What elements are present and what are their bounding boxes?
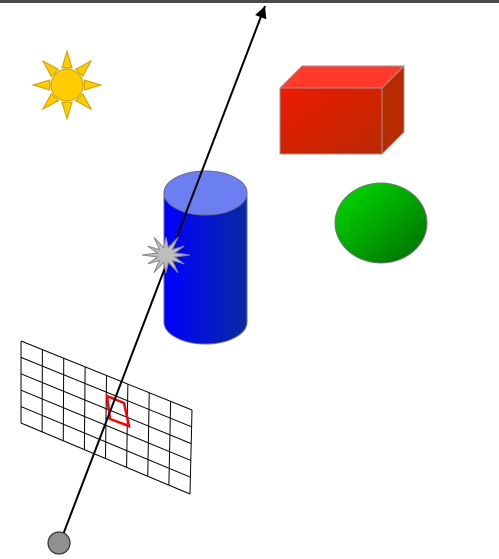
grid-line xyxy=(20,340,193,411)
blue-cylinder xyxy=(163,170,248,345)
highlighted-pixel xyxy=(105,394,131,428)
blue-cylinder-body xyxy=(163,192,248,345)
grid-line xyxy=(168,401,172,486)
sun-ray xyxy=(74,92,93,111)
sun-icon xyxy=(31,49,103,121)
sun-ray xyxy=(41,92,60,111)
sun-ray xyxy=(31,79,51,91)
grid-line xyxy=(20,373,192,445)
grid-line xyxy=(105,375,107,459)
red-box-front-face xyxy=(279,87,383,155)
top-border xyxy=(0,0,499,3)
view-ray-arrow xyxy=(60,5,267,541)
grid-line xyxy=(20,389,191,461)
camera-eye xyxy=(47,531,71,555)
sun-ray xyxy=(41,59,60,78)
grid-line xyxy=(83,366,86,450)
grid-line xyxy=(20,406,191,478)
sun-ray xyxy=(61,49,73,69)
red-box xyxy=(278,64,406,156)
hit-burst xyxy=(141,236,191,274)
image-plane-grid xyxy=(20,340,193,495)
grid-line xyxy=(147,392,150,477)
sun-ray xyxy=(83,79,103,91)
grid-line xyxy=(20,356,192,428)
grid-line xyxy=(62,358,65,441)
grid-line xyxy=(20,422,191,495)
green-sphere xyxy=(334,182,428,264)
grid-line xyxy=(189,409,193,495)
sun-ray xyxy=(61,101,73,121)
blue-cylinder-top xyxy=(163,170,248,216)
sun-ray xyxy=(74,59,93,78)
